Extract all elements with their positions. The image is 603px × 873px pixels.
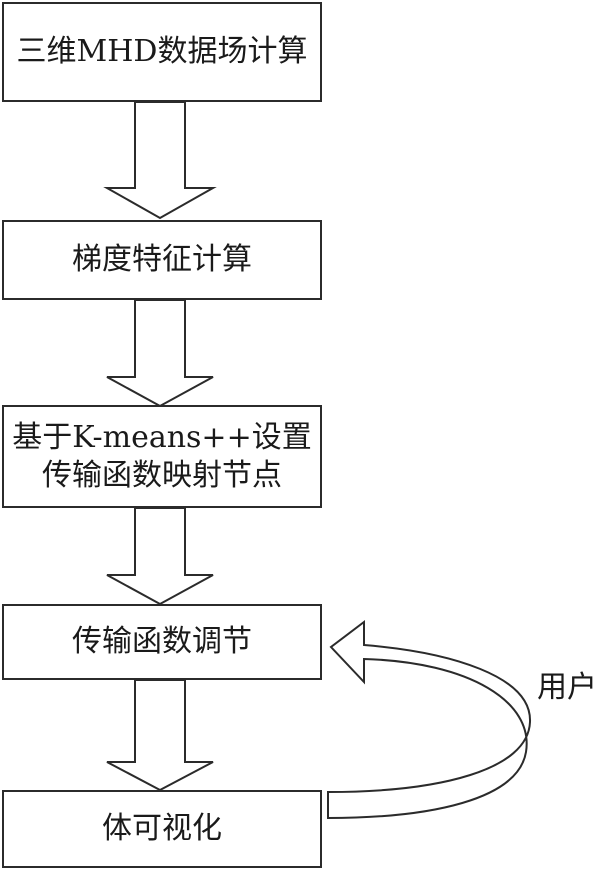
arrow-down-3	[106, 507, 214, 606]
step-label: 体可视化	[102, 811, 222, 847]
step-volume-visualization: 体可视化	[2, 790, 322, 868]
step-label-line-1: 基于K-means++设置	[12, 420, 312, 455]
arrow-down-2	[106, 299, 214, 408]
step-label: 传输函数调节	[72, 624, 252, 660]
step-gradient-feature-calculation: 梯度特征计算	[2, 220, 322, 300]
step-mhd-field-calculation: 三维MHD数据场计算	[2, 2, 322, 102]
step-kmeans-transfer-nodes: 基于K-means++设置 传输函数映射节点	[2, 405, 322, 508]
step-label-line-2: 传输函数映射节点	[42, 457, 282, 493]
step-label: 三维MHD数据场计算	[16, 34, 308, 70]
feedback-loop-arrow	[327, 619, 532, 820]
arrow-down-1	[103, 101, 217, 220]
step-label: 梯度特征计算	[72, 242, 252, 278]
step-transfer-function-adjust: 传输函数调节	[2, 604, 322, 680]
arrow-down-4	[106, 679, 214, 792]
feedback-user-label: 用户	[537, 670, 597, 705]
